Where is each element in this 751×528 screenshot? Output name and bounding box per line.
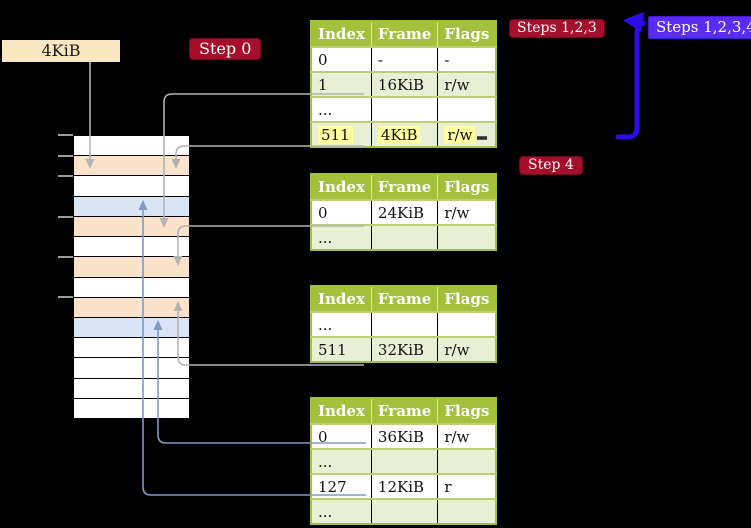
- highlighted-value: 4KiB: [377, 125, 421, 144]
- memory-row-blue: [74, 316, 189, 338]
- table-row: 511 4KiB r/w: [311, 121, 497, 147]
- table-cell: 12KiB: [370, 473, 438, 499]
- column-header-flags: Flags: [437, 398, 497, 424]
- table-cell: [437, 448, 497, 474]
- table-cell: r/w: [437, 199, 497, 225]
- column-header-flags: Flags: [437, 21, 497, 47]
- table-cell: 511: [311, 121, 372, 147]
- table-cell: [437, 96, 497, 122]
- table-cell: 32KiB: [370, 336, 438, 362]
- table-cell: r/w: [437, 336, 497, 362]
- column-header-frame: Frame: [370, 174, 438, 200]
- table-cell: -: [437, 46, 497, 72]
- table-row: ...: [311, 96, 497, 122]
- table-header-row: Index Frame Flags: [311, 21, 497, 47]
- physical-memory: [73, 135, 190, 419]
- frame-size-label: 4KiB: [2, 40, 120, 62]
- table-cell: [437, 498, 497, 524]
- arrow-loop-steps: [615, 12, 646, 140]
- memory-row-white: [74, 397, 189, 419]
- memory-tick: [58, 216, 73, 218]
- table-cell: ...: [311, 448, 372, 474]
- table-cell: [437, 224, 497, 250]
- table-cell: ...: [311, 498, 372, 524]
- table-cell: 36KiB: [370, 423, 438, 449]
- memory-row-peach: [74, 296, 189, 317]
- memory-tick: [58, 256, 73, 258]
- table-cell: 511: [311, 336, 372, 362]
- table-cell: [370, 448, 438, 474]
- table-cell: 24KiB: [370, 199, 438, 225]
- arrow-entry511-to-4kib: [171, 145, 364, 169]
- badge-step-0: Step 0: [189, 38, 262, 60]
- highlighted-value: 511: [318, 125, 353, 144]
- table-cell: ...: [311, 224, 372, 250]
- table-header-row: Index Frame Flags: [311, 398, 497, 424]
- table-row: ...: [311, 498, 497, 524]
- table-cell: [370, 498, 438, 524]
- table-cell: ...: [311, 311, 372, 337]
- memory-row-white: [74, 276, 189, 297]
- memory-tick: [58, 175, 73, 177]
- memory-row-white: [74, 175, 189, 196]
- table-row: 0--: [311, 46, 497, 72]
- table-cell: r: [437, 473, 497, 499]
- memory-tick: [58, 134, 73, 136]
- highlighted-value: r/w: [444, 125, 476, 144]
- table-cell: 4KiB: [370, 121, 438, 147]
- memory-tick: [58, 155, 73, 157]
- table-cell: 1: [311, 71, 372, 97]
- table-cell: -: [370, 46, 438, 72]
- memory-tick: [58, 296, 73, 298]
- table-row: ...: [311, 224, 497, 250]
- memory-row-blue: [74, 195, 189, 216]
- column-header-frame: Frame: [370, 286, 438, 312]
- table-cell: r/w: [437, 71, 497, 97]
- column-header-frame: Frame: [370, 21, 438, 47]
- table-cell: r/w: [437, 423, 497, 449]
- badge-step-4: Step 4: [519, 156, 583, 175]
- column-header-flags: Flags: [437, 286, 497, 312]
- table-header-row: Index Frame Flags: [311, 286, 497, 312]
- badge-steps-1-2-3: Steps 1,2,3: [509, 19, 605, 38]
- memory-row-peach: [74, 215, 189, 237]
- table-cell: r/w: [437, 121, 497, 147]
- table-cell: 0: [311, 423, 372, 449]
- table-row: ...: [311, 448, 497, 474]
- table-header-row: Index Frame Flags: [311, 174, 497, 200]
- column-header-flags: Flags: [437, 174, 497, 200]
- badge-steps-1-2-3-4: Steps 1,2,3,4: [648, 16, 751, 39]
- table-cell: [370, 224, 438, 250]
- table-row: ...: [311, 311, 497, 337]
- memory-row-white: [74, 136, 189, 156]
- column-header-index: Index: [311, 21, 372, 47]
- column-header-index: Index: [311, 286, 372, 312]
- column-header-frame: Frame: [370, 398, 438, 424]
- memory-row-white: [74, 337, 189, 358]
- table-cell: 0: [311, 46, 372, 72]
- memory-row-white: [74, 236, 189, 257]
- column-header-index: Index: [311, 398, 372, 424]
- table-cell: [370, 96, 438, 122]
- memory-row-white: [74, 377, 189, 398]
- table-cell: ...: [311, 96, 372, 122]
- memory-row-white: [74, 357, 189, 378]
- table-cell: 16KiB: [370, 71, 438, 97]
- table-cell: 0: [311, 199, 372, 225]
- table-cell: [370, 311, 438, 337]
- column-header-index: Index: [311, 174, 372, 200]
- table-cell: 127: [311, 473, 372, 499]
- memory-row-peach: [74, 155, 189, 176]
- memory-row-peach: [74, 256, 189, 277]
- table-cell: [437, 311, 497, 337]
